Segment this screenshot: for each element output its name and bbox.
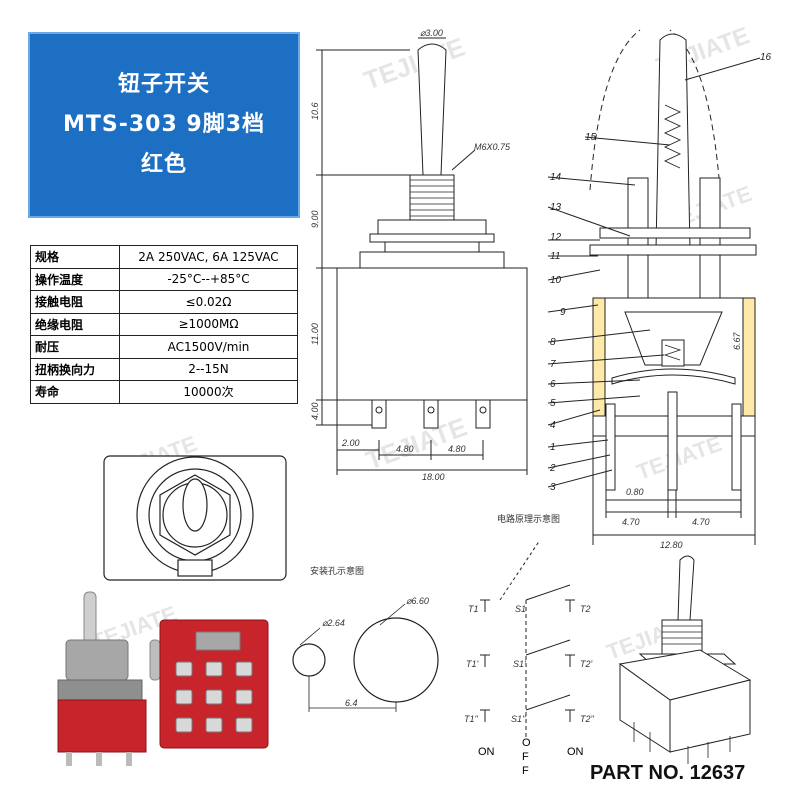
part-label: 3 xyxy=(550,482,556,493)
dim-h3: 11.00 xyxy=(310,323,320,345)
part-label: 14 xyxy=(550,172,562,183)
spec-label: 操作温度 xyxy=(30,267,120,291)
table-row: 操作温度-25°C--+85°C xyxy=(30,267,298,291)
dim-s2: 4.70 xyxy=(622,517,640,527)
dim-top-width: ⌀3.00 xyxy=(420,28,443,38)
part-label: 2 xyxy=(549,463,556,474)
isometric-sketch xyxy=(618,555,752,764)
mount-hole-diagram xyxy=(292,603,439,712)
dim-d1: 2.00 xyxy=(341,438,360,448)
part-label: 15 xyxy=(585,132,597,143)
circuit-t2b: T2' xyxy=(580,659,593,669)
table-row: 接触电阻≤0.02Ω xyxy=(30,290,298,314)
watermark-brand: TEJIATE xyxy=(633,431,725,485)
circuit-diagram xyxy=(480,539,575,740)
part-number: PART NO. 12637 xyxy=(590,762,746,784)
dim-d2: 4.80 xyxy=(396,444,414,454)
spec-label: 寿命 xyxy=(30,380,120,404)
front-view xyxy=(316,37,528,475)
part-label: 11 xyxy=(550,251,560,262)
svg-text:F: F xyxy=(522,751,529,763)
dim-d4: 18.00 xyxy=(422,472,445,482)
mount-hole-offset: 6.4 xyxy=(345,698,358,708)
circuit-s1c: S1'' xyxy=(511,714,526,724)
dim-s1: 0.80 xyxy=(626,487,644,497)
part-label: 6 xyxy=(550,379,556,390)
spec-value: 2A 250VAC, 6A 125VAC xyxy=(119,245,298,269)
title-banner: 钮子开关 MTS-303 9脚3档 红色 xyxy=(28,32,300,218)
part-label: 16 xyxy=(760,52,772,63)
spec-label: 扭柄换向力 xyxy=(30,357,120,381)
product-photo xyxy=(57,591,269,766)
part-label: 4 xyxy=(550,420,556,431)
front-view-dimensions: ⌀3.00 M6X0.75 10.6 9.00 11.00 4.00 2.00 … xyxy=(310,28,511,482)
dim-thread: M6X0.75 xyxy=(474,142,511,152)
mount-hole-caption: 安装孔示意图 xyxy=(310,565,364,577)
dim-h4: 4.00 xyxy=(310,402,320,420)
mount-hole-small: ⌀2.64 xyxy=(322,618,345,628)
circuit-t1b: T1' xyxy=(466,659,479,669)
part-label: 13 xyxy=(550,202,562,213)
title-line-1: 钮子开关 xyxy=(117,72,210,97)
part-label: 10 xyxy=(550,275,562,286)
title-line-2: MTS-303 9脚3档 xyxy=(62,112,266,137)
spec-value: 10000次 xyxy=(119,380,298,404)
circuit-pos-left: ON xyxy=(478,746,495,758)
circuit-s1: S1 xyxy=(515,604,526,614)
top-view xyxy=(103,455,287,581)
dim-d3: 4.80 xyxy=(448,444,466,454)
svg-text:O: O xyxy=(522,737,531,749)
part-label: 7 xyxy=(550,359,556,370)
dim-h2: 9.00 xyxy=(310,210,320,228)
part-label: 5 xyxy=(550,398,556,409)
section-view xyxy=(547,29,761,545)
part-label: 12 xyxy=(550,232,562,243)
dim-h1: 10.6 xyxy=(310,102,320,120)
circuit-t1c: T1'' xyxy=(464,714,478,724)
section-labels: 1 2 3 4 5 6 7 8 9 10 11 12 13 14 15 16 0… xyxy=(549,52,772,550)
svg-text:F: F xyxy=(522,765,529,777)
circuit-off-label: O F F xyxy=(522,737,531,777)
circuit-t1: T1 xyxy=(468,604,479,614)
part-label: 9 xyxy=(560,307,566,318)
part-label: 8 xyxy=(550,337,556,348)
spec-value: -25°C--+85°C xyxy=(119,267,298,291)
watermark-brand: TEJIATE xyxy=(360,32,469,96)
circuit-caption: 电路原理示意图 xyxy=(497,513,560,525)
title-line-3: 红色 xyxy=(140,152,187,177)
circuit-labels: 电路原理示意图 T1 S1 T2 T1' S1' T2' T1'' S1'' T… xyxy=(464,513,594,758)
dim-s4: 12.80 xyxy=(660,540,683,550)
dim-s-h: 6.67 xyxy=(732,331,742,350)
circuit-s1b: S1' xyxy=(513,659,526,669)
part-label: 1 xyxy=(550,442,556,453)
circuit-pos-right: ON xyxy=(567,746,584,758)
circuit-t2c: T2'' xyxy=(580,714,594,724)
circuit-t2: T2 xyxy=(580,604,591,614)
mount-hole-large: ⌀6.60 xyxy=(406,596,429,606)
dim-s3: 4.70 xyxy=(692,517,710,527)
spec-label: 绝缘电阻 xyxy=(30,312,120,336)
